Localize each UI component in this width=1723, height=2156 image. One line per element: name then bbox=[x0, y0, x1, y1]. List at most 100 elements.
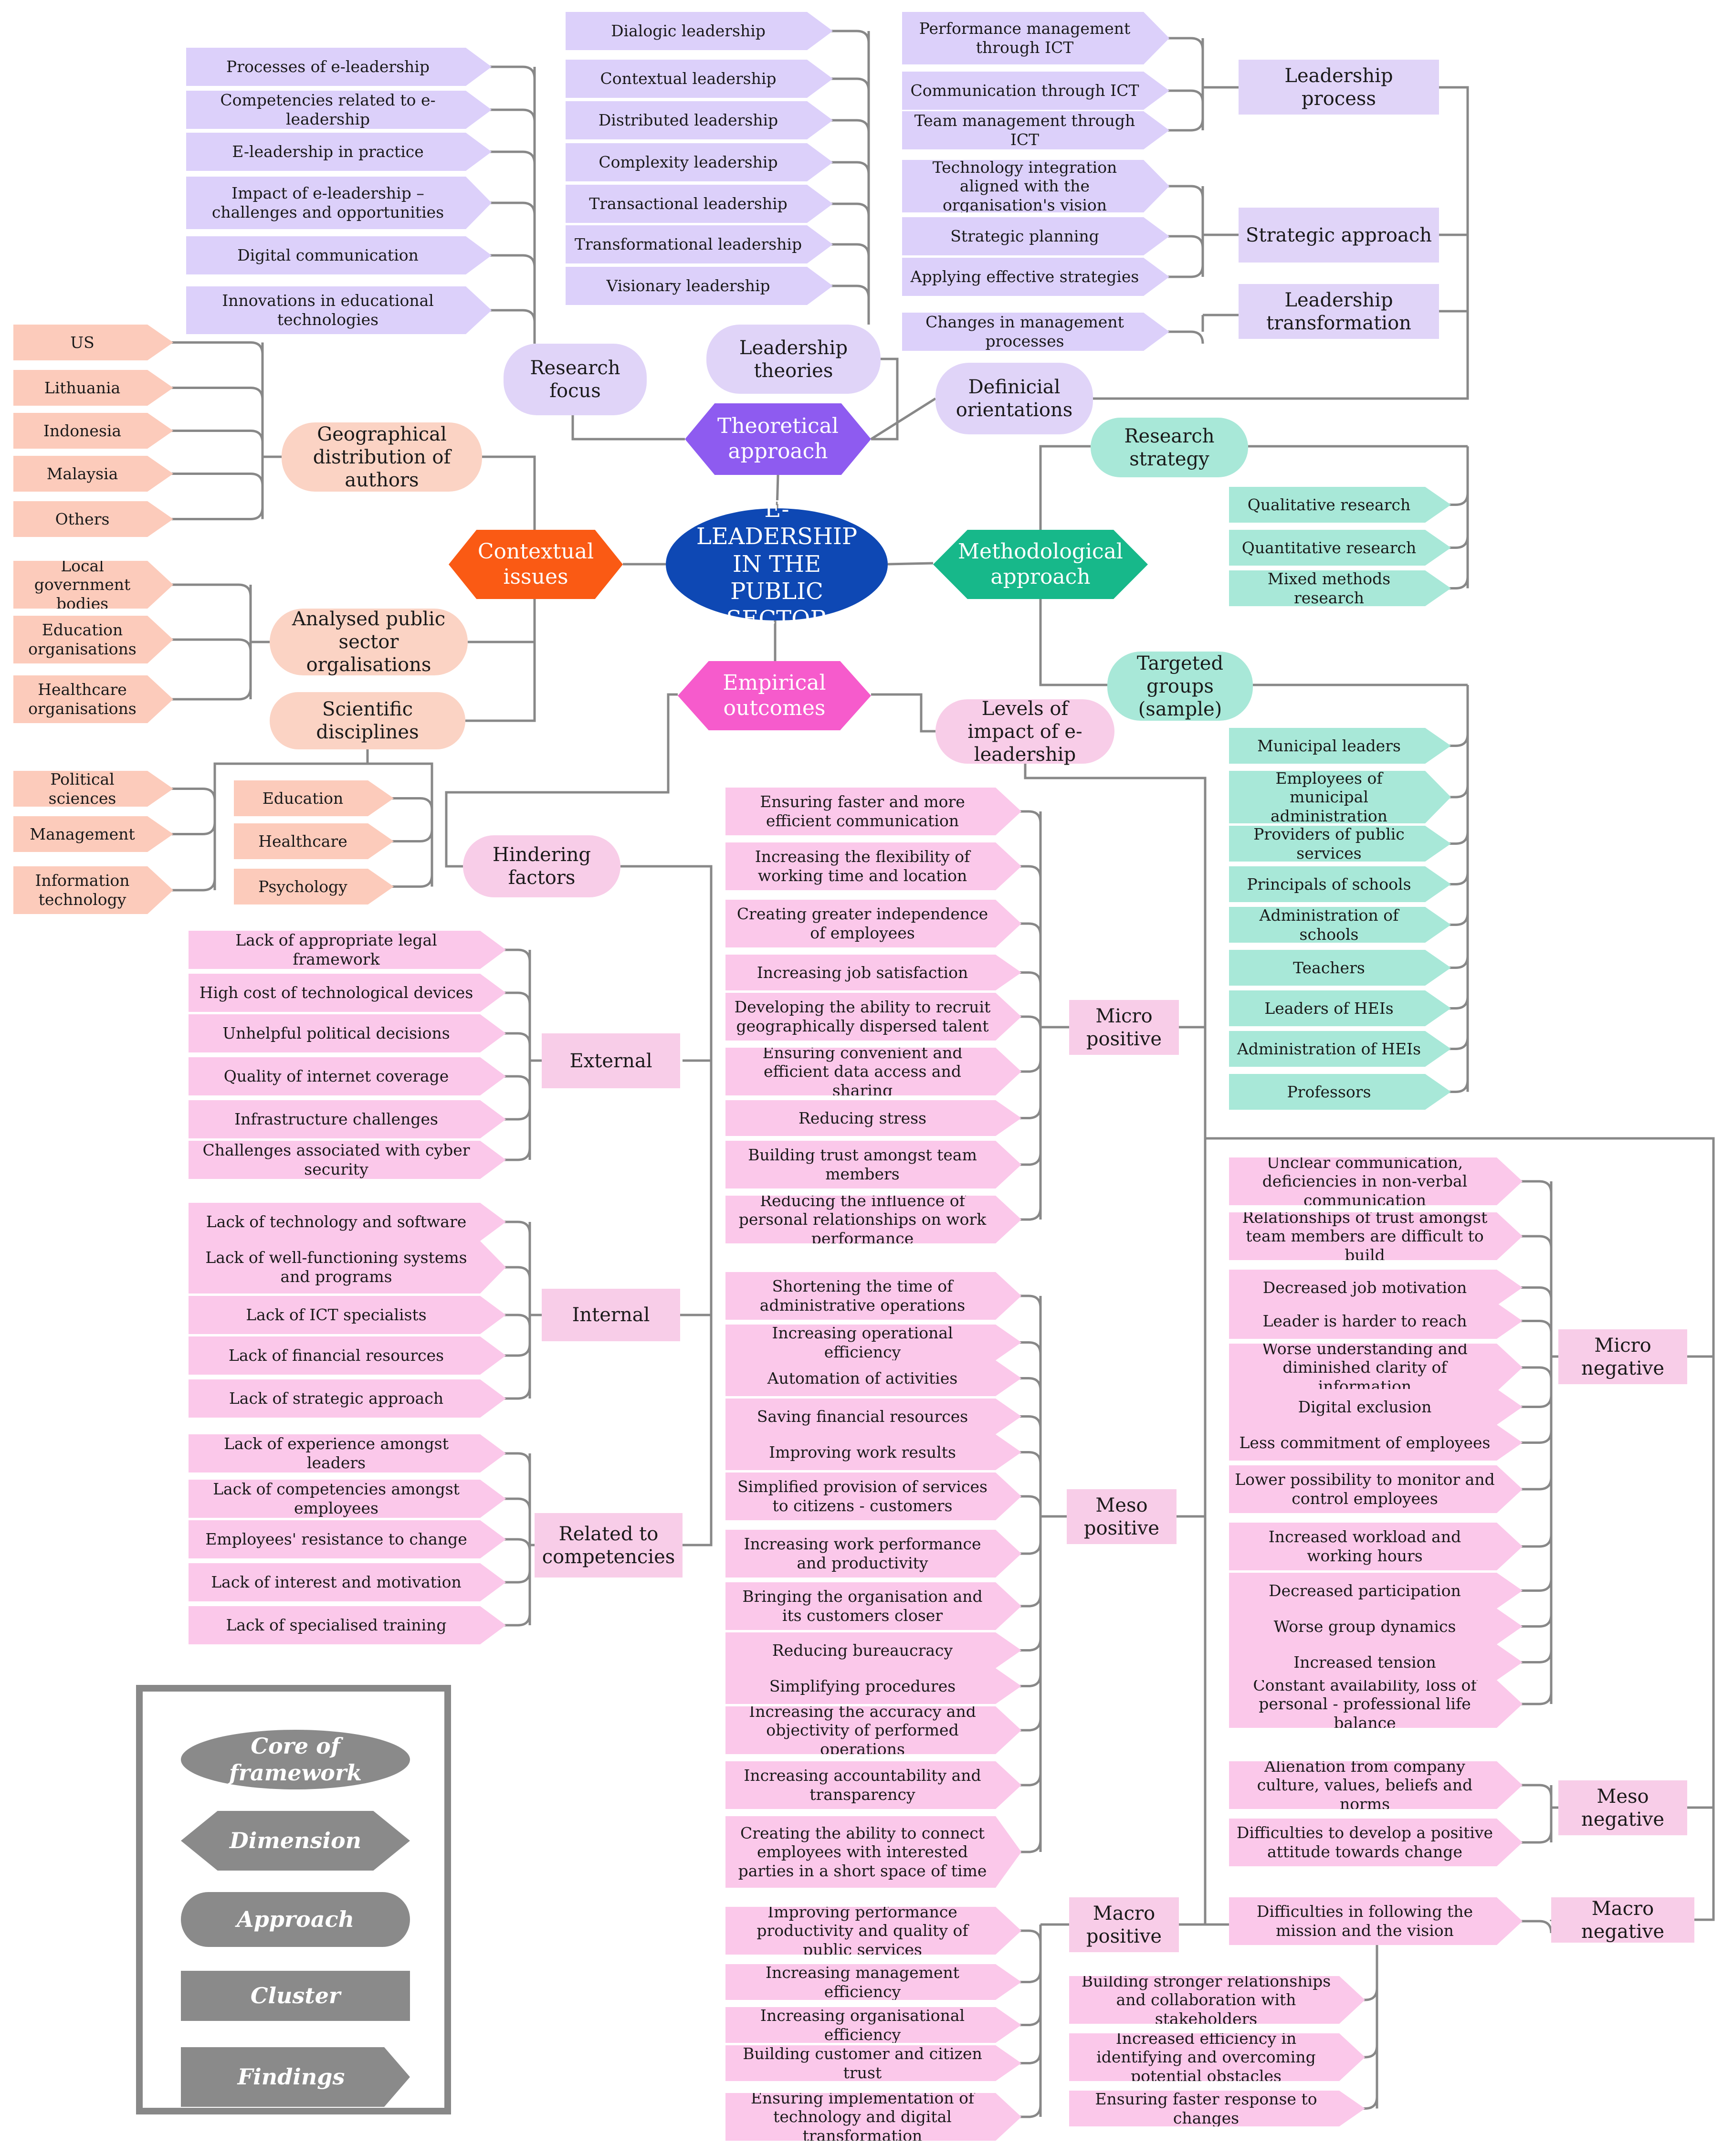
link-micro-negative bbox=[1518, 1534, 1553, 1548]
link-targeted-groups bbox=[1446, 872, 1469, 885]
finding-strategic-approach: Applying effective strategies bbox=[902, 258, 1169, 296]
finding-leadership-theories: Transactional leadership bbox=[566, 185, 833, 223]
approach-definicial-orientations: Definicial orientations bbox=[935, 363, 1093, 434]
approach-levels-of-impact: Levels of impact of e-leadership bbox=[935, 698, 1114, 766]
link-internal bbox=[501, 1314, 531, 1327]
link-external bbox=[501, 1032, 531, 1046]
finding-micro-negative: Digital exclusion bbox=[1229, 1389, 1523, 1425]
link-external bbox=[501, 1075, 531, 1089]
finding-micro-negative: Worse group dynamics bbox=[1229, 1609, 1523, 1644]
finding-disciplines-right: Psychology bbox=[234, 869, 394, 904]
finding-external: Unhelpful political decisions bbox=[189, 1014, 506, 1052]
finding-meso-positive: Creating the ability to connect employee… bbox=[725, 1816, 1021, 1888]
finding-macro-positive-left: Increasing management efficiency bbox=[725, 1964, 1021, 2000]
link-micro-negative bbox=[1518, 1235, 1553, 1249]
link-targeted-groups bbox=[1446, 956, 1469, 969]
link-disciplines-right bbox=[389, 829, 433, 842]
link-empirical-levels bbox=[871, 693, 935, 733]
finding-disciplines-left: Political sciences bbox=[13, 771, 173, 807]
finding-meso-positive: Increasing accountability and transparen… bbox=[725, 1761, 1021, 1809]
dimension-theoretical: Theoretical approach bbox=[685, 403, 871, 475]
finding-macro-positive-left: Building customer and citizen trust bbox=[725, 2045, 1021, 2081]
link-meso-negative bbox=[1518, 1784, 1553, 1798]
finding-meso-positive: Improving work results bbox=[725, 1434, 1021, 1470]
link-micro-negative bbox=[1518, 1578, 1553, 1592]
link-micro-negative bbox=[1518, 1614, 1553, 1628]
finding-internal: Lack of financial resources bbox=[189, 1336, 506, 1375]
finding-targeted-groups: Teachers bbox=[1229, 950, 1451, 986]
link-meso-positive bbox=[1017, 1541, 1042, 1555]
cluster-strategic-approach: Strategic approach bbox=[1239, 208, 1439, 263]
link-internal bbox=[501, 1343, 531, 1357]
finding-internal: Lack of technology and software bbox=[189, 1203, 506, 1241]
link-macro-positive-left bbox=[1017, 2013, 1042, 2026]
dimension-contextual: Contextual issues bbox=[449, 530, 623, 599]
link-geographical bbox=[168, 507, 264, 520]
finding-meso-positive: Reducing bureaucracy bbox=[725, 1632, 1021, 1668]
approach-geographical-distribution: Geographical distribution of authors bbox=[282, 422, 482, 492]
link-leadership-process bbox=[1165, 118, 1204, 132]
finding-research-focus: Processes of e-leadership bbox=[186, 48, 492, 86]
link-targeted-groups bbox=[1446, 734, 1469, 747]
finding-external: High cost of technological devices bbox=[189, 974, 506, 1012]
finding-leadership-theories: Complexity leadership bbox=[566, 143, 833, 181]
finding-leadership-theories: Distributed leadership bbox=[566, 101, 833, 139]
finding-macro-positive-right: Building stronger relationships and coll… bbox=[1069, 1976, 1365, 2024]
finding-analysed-public: Education organisations bbox=[13, 616, 173, 663]
finding-meso-positive: Simplifying procedures bbox=[725, 1668, 1021, 1704]
link-disciplines-left bbox=[168, 878, 216, 892]
link-external bbox=[501, 991, 531, 1005]
link-related-competencies bbox=[501, 1613, 531, 1627]
core-node: E-LEADERSHIP IN THE PUBLIC SECTOR bbox=[666, 496, 888, 632]
link-micro-negative bbox=[1518, 1320, 1553, 1333]
link-research-focus bbox=[487, 309, 536, 323]
link-meso-positive bbox=[1017, 1674, 1042, 1687]
link-macro-positive-left bbox=[1017, 2104, 1042, 2118]
link-meso-positive bbox=[1017, 1773, 1042, 1787]
link-research-focus bbox=[487, 254, 536, 268]
link-analysed-public bbox=[168, 638, 252, 652]
dimension-methodological: Methodological approach bbox=[933, 530, 1148, 599]
finding-external: Challenges associated with cyber securit… bbox=[189, 1141, 506, 1179]
finding-research-focus: Impact of e-leadership – challenges and … bbox=[186, 177, 492, 229]
finding-micro-positive: Ensuring faster and more efficient commu… bbox=[725, 788, 1021, 835]
link-internal bbox=[501, 1220, 531, 1234]
finding-micro-positive: Increasing job satisfaction bbox=[725, 955, 1021, 990]
link-micro-negative bbox=[1518, 1180, 1553, 1194]
link-meso-positive bbox=[1017, 1718, 1042, 1732]
link-meso-positive bbox=[1017, 1840, 1042, 1853]
link-meso-positive bbox=[1017, 1451, 1042, 1464]
finding-leadership-theories: Transformational leadership bbox=[566, 225, 833, 263]
finding-research-strategy: Qualitative research bbox=[1229, 487, 1451, 523]
finding-leadership-transformation: Changes in management processes bbox=[902, 313, 1169, 351]
link-research-focus bbox=[487, 108, 536, 122]
link-disciplines-split-right bbox=[368, 762, 433, 790]
link-micro-positive bbox=[1017, 1015, 1042, 1029]
link-micro-positive bbox=[1017, 1106, 1042, 1119]
finding-micro-positive: Increasing the flexibility of working ti… bbox=[725, 842, 1021, 890]
cluster-related-competencies: Related to competencies bbox=[535, 1513, 683, 1578]
finding-internal: Lack of ICT specialists bbox=[189, 1296, 506, 1334]
link-disciplines-right bbox=[389, 797, 433, 810]
link-disciplines-left bbox=[168, 822, 216, 835]
finding-analysed-public: Local government bodies bbox=[13, 561, 173, 609]
finding-meso-negative: Difficulties to develop a positive attit… bbox=[1229, 1819, 1523, 1866]
finding-micro-positive: Building trust amongst team members bbox=[725, 1141, 1021, 1188]
finding-meso-positive: Shortening the time of administrative op… bbox=[725, 1272, 1021, 1320]
finding-macro-positive-left: Improving performance productivity and q… bbox=[725, 1907, 1021, 1955]
link-core-methodological bbox=[887, 562, 934, 566]
finding-research-focus: Digital communication bbox=[186, 236, 492, 274]
finding-disciplines-left: Management bbox=[13, 816, 173, 852]
finding-external: Quality of internet coverage bbox=[189, 1057, 506, 1095]
finding-geographical: Malaysia bbox=[13, 456, 173, 492]
link-meso-negative bbox=[1518, 1830, 1553, 1844]
link-leadership-transformation bbox=[1165, 330, 1204, 344]
link-meso-positive bbox=[1017, 1638, 1042, 1651]
finding-leadership-theories: Dialogic leadership bbox=[566, 12, 833, 50]
finding-micro-negative: Lower possibility to monitor and control… bbox=[1229, 1465, 1523, 1513]
finding-targeted-groups: Municipal leaders bbox=[1229, 728, 1451, 764]
link-targeted-groups bbox=[1446, 785, 1469, 799]
finding-micro-negative: Worse understanding and diminished clari… bbox=[1229, 1344, 1523, 1391]
link-contextual-analysed bbox=[468, 599, 536, 643]
